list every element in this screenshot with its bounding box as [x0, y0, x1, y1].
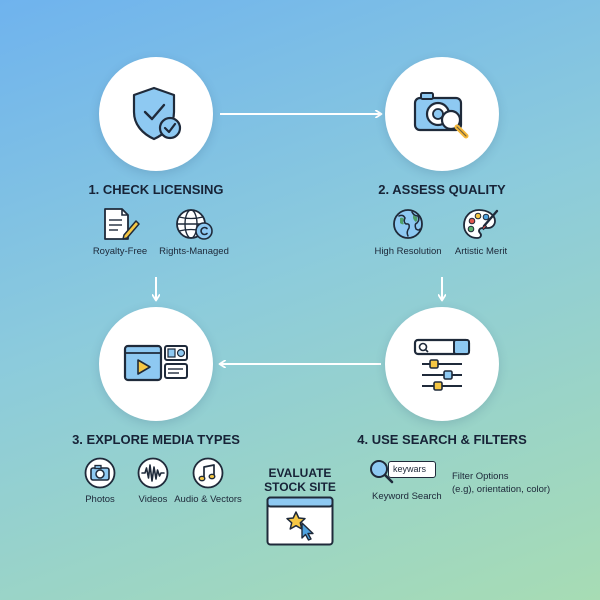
rights-managed-item: Rights-Managed	[156, 207, 232, 257]
waveform-icon	[137, 457, 169, 489]
royalty-free-label: Royalty-Free	[92, 246, 148, 257]
magnifier-icon	[370, 460, 394, 484]
evaluate-stock-site-title: EVALUATE STOCK SITE	[258, 466, 342, 494]
rights-managed-label: Rights-Managed	[159, 246, 229, 257]
step-1-circle	[99, 57, 213, 171]
keyword-search-box[interactable]: keywars	[388, 461, 436, 478]
audio-vectors-item: Audio & Vectors	[174, 457, 242, 505]
audio-vectors-label: Audio & Vectors	[174, 494, 242, 505]
search-filter-icon	[413, 338, 471, 391]
videos-label: Videos	[138, 494, 168, 505]
evaluate-line-2: STOCK SITE	[264, 480, 336, 494]
palette-icon	[463, 209, 499, 239]
camera-icon	[84, 457, 116, 489]
step-2-circle	[385, 57, 499, 171]
camera-magnifier-icon	[413, 92, 469, 139]
artistic-merit-item: Artistic Merit	[446, 207, 516, 257]
royalty-free-item: Royalty-Free	[84, 207, 156, 257]
step-4-title: 4. USE SEARCH & FILTERS	[357, 432, 527, 447]
globe-icon	[393, 209, 423, 239]
document-pen-icon	[104, 208, 140, 240]
artistic-merit-label: Artistic Merit	[454, 246, 508, 257]
step-3-circle	[99, 307, 213, 421]
videos-item: Videos	[132, 457, 174, 505]
high-resolution-item: High Resolution	[370, 207, 446, 257]
keyword-search-label: Keyword Search	[372, 491, 442, 502]
filter-options-examples: (e.g), orientation, color)	[452, 484, 551, 495]
high-resolution-label: High Resolution	[374, 246, 442, 257]
browser-star-cursor-icon	[266, 496, 334, 546]
step-3-title: 3. EXPLORE MEDIA TYPES	[72, 432, 240, 447]
media-player-icon	[123, 344, 188, 382]
step-4-circle	[385, 307, 499, 421]
photos-label: Photos	[85, 494, 115, 505]
filter-options-label: Filter Options	[452, 471, 509, 482]
evaluate-line-1: EVALUATE	[268, 466, 332, 480]
step-1-title: 1. CHECK LICENSING	[88, 182, 224, 197]
music-note-icon	[192, 457, 224, 489]
photos-item: Photos	[80, 457, 120, 505]
step-2-title: 2. ASSESS QUALITY	[378, 182, 506, 197]
globe-copyright-icon	[176, 209, 213, 240]
shield-check-icon	[132, 86, 182, 141]
